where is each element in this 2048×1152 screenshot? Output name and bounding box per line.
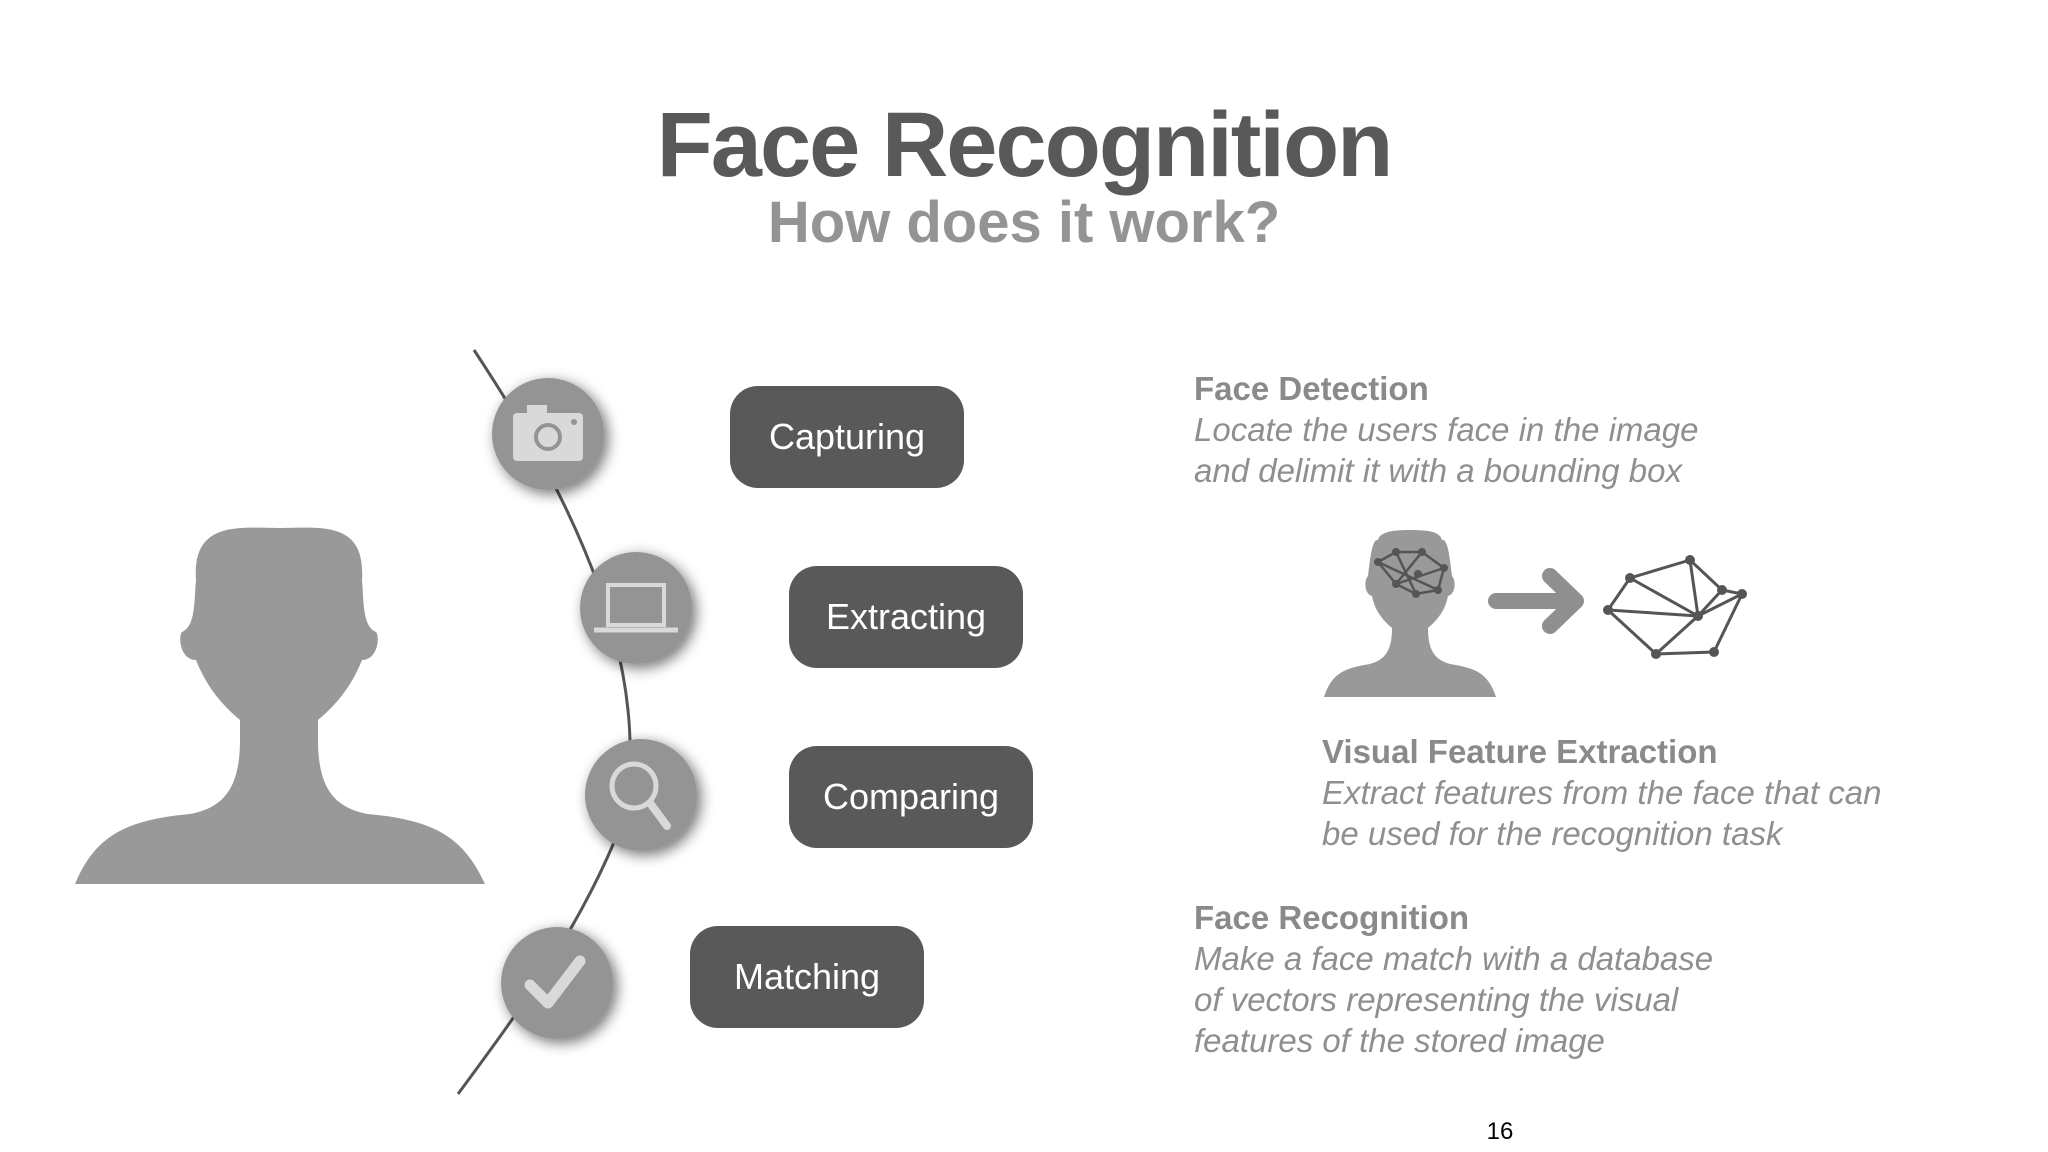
description-line: Make a face match with a database bbox=[1194, 940, 1714, 977]
description-line: Extract features from the face that can bbox=[1322, 774, 1882, 811]
step-pill-comparing: Comparing bbox=[789, 746, 1033, 848]
feature-graph-nodes bbox=[1603, 555, 1747, 659]
page-number: 16 bbox=[1486, 1118, 1514, 1145]
step-circle-extracting bbox=[580, 552, 692, 664]
small-head-silhouette-icon bbox=[1324, 530, 1496, 697]
arrow-right-icon bbox=[1488, 568, 1584, 634]
description-visual-feature-extraction: Visual Feature Extraction Extract featur… bbox=[1322, 731, 1881, 854]
description-line: of vectors representing the visual bbox=[1194, 981, 1679, 1018]
magnifier-icon bbox=[609, 761, 671, 830]
step-pill-extracting: Extracting bbox=[789, 566, 1023, 668]
description-face-detection: Face Detection Locate the users face in … bbox=[1194, 368, 1698, 491]
step-pill-matching: Matching bbox=[690, 926, 924, 1028]
face-mesh-nodes bbox=[1374, 548, 1448, 598]
slide-title: Face Recognition bbox=[656, 94, 1394, 196]
description-heading: Visual Feature Extraction bbox=[1322, 733, 1718, 770]
description-face-recognition: Face Recognition Make a face match with … bbox=[1194, 897, 1713, 1061]
checkmark-icon bbox=[524, 955, 586, 1009]
description-line: and delimit it with a bounding box bbox=[1194, 452, 1682, 489]
description-line: Locate the users face in the image bbox=[1194, 411, 1699, 448]
description-line: be used for the recognition task bbox=[1322, 815, 1783, 852]
feature-graph-icon bbox=[1606, 558, 1745, 656]
step-circle-comparing bbox=[585, 739, 697, 851]
person-silhouette-icon bbox=[75, 527, 485, 884]
slide-subtitle: How does it work? bbox=[767, 190, 1281, 255]
camera-icon bbox=[513, 405, 583, 461]
step-pill-capturing: Capturing bbox=[730, 386, 964, 488]
description-line: features of the stored image bbox=[1194, 1022, 1605, 1059]
description-heading: Face Detection bbox=[1194, 370, 1429, 407]
description-heading: Face Recognition bbox=[1194, 899, 1470, 936]
laptop-icon bbox=[594, 583, 678, 633]
